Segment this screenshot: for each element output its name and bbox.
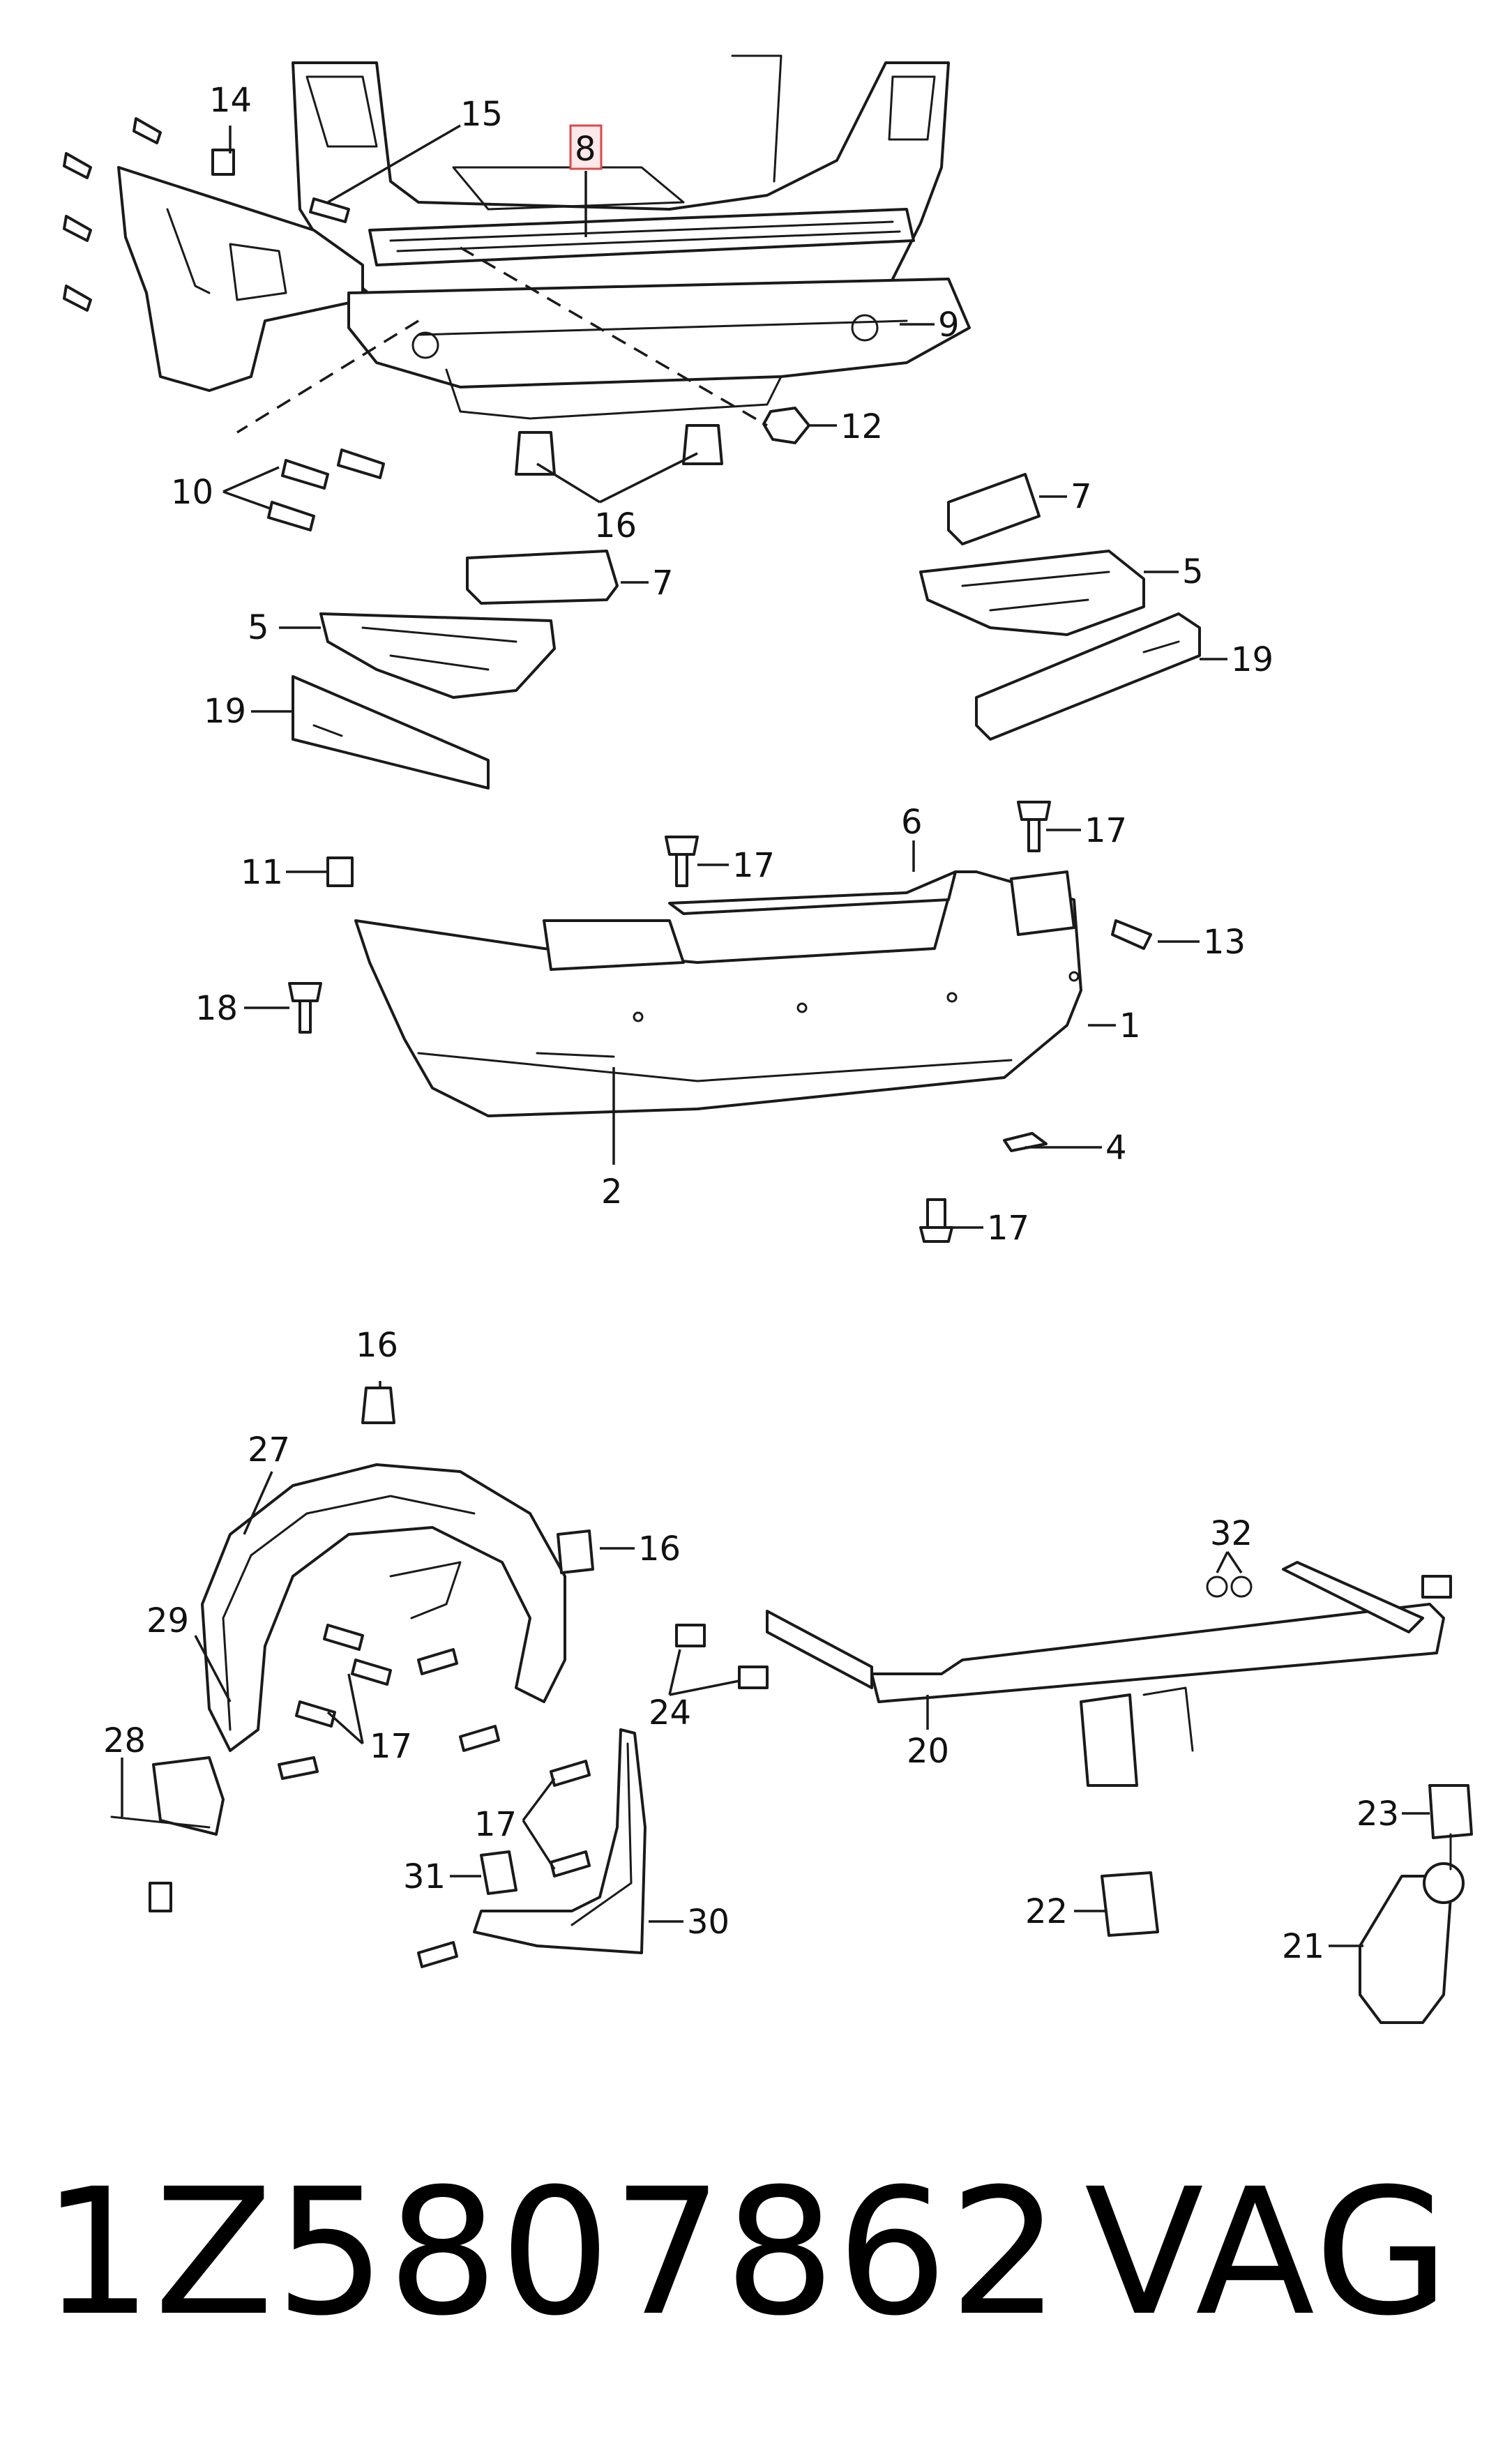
callout-16-top: 16 [594, 506, 637, 545]
callout-20: 20 [907, 1732, 949, 1771]
side-corner-panel [117, 166, 364, 392]
callout-17-a: 17 [732, 846, 775, 885]
callout-16-lower-b: 16 [638, 1530, 681, 1569]
callout-28: 28 [103, 1721, 146, 1760]
clip-16-lower-a [361, 1387, 395, 1424]
callout-1: 1 [1119, 1006, 1141, 1045]
screw-13 [1111, 919, 1152, 950]
callout-17-b: 17 [1084, 811, 1127, 850]
callout-23: 23 [1356, 1795, 1399, 1834]
bumper-carrier-beam [347, 278, 971, 420]
callout-10: 10 [171, 473, 213, 512]
callout-32: 32 [1210, 1514, 1253, 1553]
callout-31: 31 [403, 1857, 446, 1896]
callout-18: 18 [195, 989, 238, 1028]
block-22 [1101, 1871, 1159, 1937]
bracket-side-13 [1010, 870, 1075, 936]
screw-17c [919, 1198, 953, 1243]
reflector-7-right [947, 473, 1041, 545]
trim-4 [1003, 1132, 1048, 1152]
callout-22: 22 [1025, 1892, 1068, 1931]
cap-23 [1428, 1784, 1473, 1839]
reflector-7-left [466, 550, 619, 605]
bracket-28 [110, 1756, 225, 1836]
callout-5-left: 5 [248, 608, 269, 647]
dash-line-a [236, 319, 419, 434]
screw-14 [211, 149, 235, 176]
screw-15 [309, 197, 350, 223]
footer: 1Z5807862 VAG [0, 2148, 1512, 2357]
callout-8: 8 [575, 130, 596, 169]
rail-19-left [292, 675, 490, 790]
callout-7-left: 7 [652, 564, 674, 603]
callout-27: 27 [248, 1430, 290, 1470]
screws-17-liner [278, 1624, 500, 1780]
guide-5-right [919, 550, 1145, 636]
callout-5-right: 5 [1182, 552, 1204, 591]
dash-line-b [460, 246, 768, 427]
brand-name: VAG [1084, 2151, 1453, 2354]
callout-7-right: 7 [1071, 477, 1092, 516]
callout-30: 30 [687, 1903, 729, 1942]
callout-19-left: 19 [204, 692, 246, 731]
washers-32 [1206, 1576, 1253, 1598]
callout-17-d: 17 [370, 1727, 412, 1766]
callout-15: 15 [460, 95, 503, 134]
callout-labels: 14 15 8 9 12 10 16 7 7 5 5 19 19 6 17 17… [103, 81, 1399, 1966]
callout-9: 9 [938, 305, 960, 345]
callout-12: 12 [840, 407, 883, 446]
callout-21: 21 [1282, 1927, 1324, 1966]
tow-bar-20 [766, 1561, 1445, 1787]
callout-17-c: 17 [987, 1209, 1029, 1248]
clip-11 [326, 856, 354, 887]
callout-29: 29 [146, 1601, 189, 1640]
rivet-17a [665, 836, 699, 887]
callout-13: 13 [1203, 923, 1246, 962]
clip-16-lower-b [557, 1530, 594, 1574]
rivet-18 [288, 982, 322, 1034]
bolts-24 [675, 1624, 769, 1689]
wheel-housing-liner-27 [201, 1463, 566, 1752]
bumper-inner-bracket [543, 919, 685, 971]
lock-carrier-strip [368, 208, 915, 266]
highlighted-callout-box [569, 124, 603, 170]
leader-lines [121, 124, 1430, 1947]
callout-2: 2 [601, 1172, 623, 1211]
bolts-10 [267, 448, 385, 531]
guide-5-left [319, 612, 556, 699]
screws-17-flap [417, 1760, 591, 1968]
screw-28 [149, 1882, 172, 1912]
callout-24: 24 [649, 1693, 691, 1732]
bolt-tow-right [1421, 1575, 1452, 1599]
bumper-cover-1 [354, 870, 1082, 1117]
clip-31 [480, 1850, 517, 1895]
clips-16-top [515, 424, 723, 476]
callout-16-lower-a: 16 [356, 1326, 398, 1365]
mud-flap-30 [473, 1728, 647, 1954]
callout-6: 6 [901, 803, 923, 842]
spoiler-6 [668, 870, 957, 915]
ball-head-21 [1359, 1833, 1465, 2024]
callout-17-e: 17 [474, 1805, 517, 1844]
callout-19-right: 19 [1231, 640, 1273, 679]
callout-11: 11 [241, 853, 283, 892]
part-number: 1Z5807862 [42, 2151, 1061, 2354]
rivet-17b [1017, 801, 1051, 852]
nut-12 [762, 407, 810, 444]
callout-4: 4 [1105, 1128, 1127, 1168]
bolt-set-left [63, 117, 162, 312]
callout-14: 14 [209, 81, 252, 120]
rail-19-right [975, 612, 1201, 741]
